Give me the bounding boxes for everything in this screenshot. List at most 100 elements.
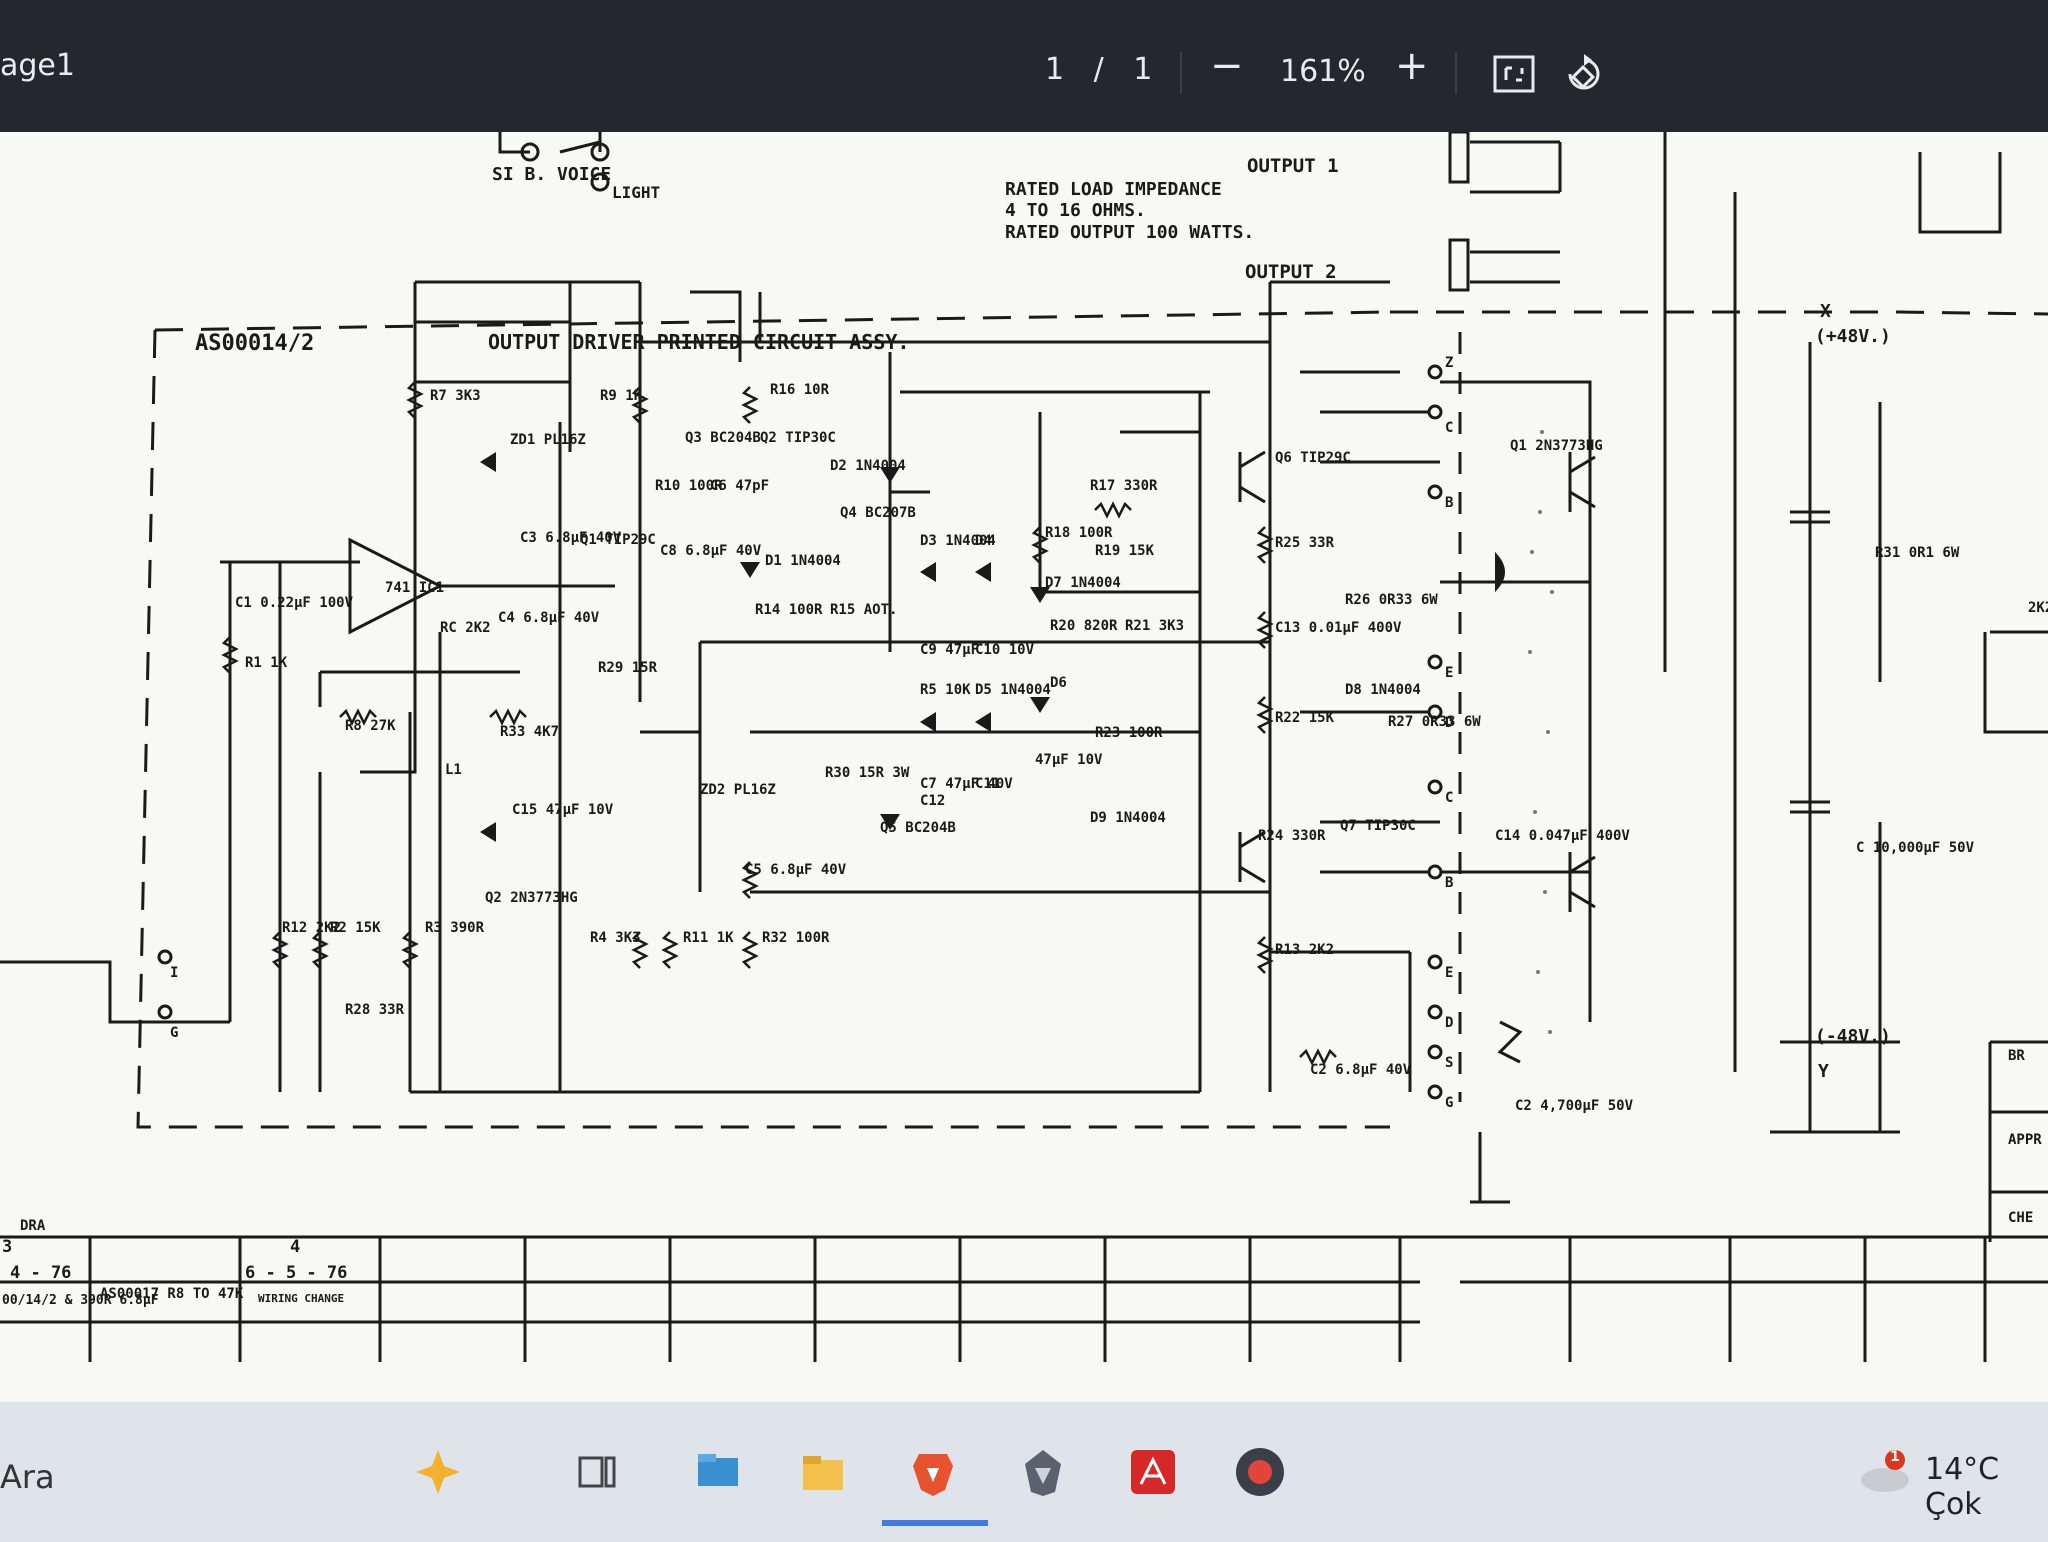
component-label: D1 1N4004	[765, 553, 841, 569]
component-label: Q2 2N3773HG	[485, 890, 578, 906]
active-app-indicator	[882, 1520, 988, 1526]
component-label: C7 47µF 40V	[920, 776, 1013, 792]
component-label: DRA	[20, 1218, 46, 1234]
terminal-label: B	[1445, 495, 1453, 511]
component-label: R12 2K2	[282, 920, 341, 936]
switch-light-label: LIGHT	[612, 183, 660, 202]
brave-browser-icon[interactable]	[905, 1444, 961, 1500]
folder-icon[interactable]	[795, 1444, 851, 1500]
terminal-label: I	[170, 965, 178, 981]
zoom-level[interactable]: 161%	[1280, 54, 1366, 89]
component-label: L1	[445, 762, 462, 778]
copilot-icon[interactable]	[410, 1444, 466, 1500]
component-label: R1 1K	[245, 655, 288, 671]
component-label: C1 0.22µF 100V	[235, 595, 354, 611]
terminal-label: E	[1445, 965, 1453, 981]
component-label: R24 330R	[1258, 828, 1326, 844]
component-label: R27 0R33 6W	[1388, 714, 1481, 730]
rotate-button[interactable]	[1562, 52, 1606, 100]
component-label: R30 15R 3W	[825, 765, 910, 781]
component-label: R23 100R	[1095, 725, 1163, 741]
document-title: age1	[0, 48, 75, 83]
component-label: R25 33R	[1275, 535, 1335, 551]
component-label: R5 10K	[920, 682, 971, 698]
task-view-icon[interactable]	[570, 1444, 626, 1500]
rail-y-label: Y	[1818, 1061, 1829, 1082]
switch-voice-label: SI B. VOICE	[492, 164, 611, 185]
component-label: R7 3K3	[430, 388, 481, 404]
component-label: R15 AOT.	[830, 602, 897, 618]
page-current-input[interactable]: 1	[1045, 52, 1065, 87]
zoom-in-button[interactable]: +	[1395, 43, 1429, 89]
terminal-label: C	[1445, 420, 1453, 436]
component-label: D4	[975, 533, 992, 549]
page-separator: /	[1093, 52, 1104, 87]
terminal-label: D	[1445, 1015, 1453, 1031]
component-label: D9 1N4004	[1090, 810, 1166, 826]
fit-page-icon	[1493, 55, 1535, 93]
zoom-out-button[interactable]: −	[1210, 43, 1244, 89]
rail-x-label: X	[1820, 301, 1831, 322]
component-label: R18 100R	[1045, 525, 1113, 541]
component-label: Q5 BC204B	[880, 820, 956, 836]
component-label: R2 15K	[330, 920, 381, 936]
game-app-icon[interactable]	[1015, 1444, 1071, 1500]
revision-date-2: 6 - 5 - 76	[245, 1263, 347, 1283]
component-label: R19 15K	[1095, 543, 1155, 559]
component-label: R33 4K7	[500, 724, 559, 740]
component-label: R17 330R	[1090, 478, 1158, 494]
weather-widget[interactable]: 14°C Çok	[1925, 1452, 2048, 1522]
page-total: 1	[1133, 52, 1153, 87]
terminal-label: C	[1445, 790, 1453, 806]
pdf-reader-icon[interactable]	[1125, 1444, 1181, 1500]
toolbar-divider	[1180, 52, 1182, 94]
component-label: Q3 BC204B	[685, 430, 761, 446]
component-label: R3 390R	[425, 920, 485, 936]
rotate-icon	[1568, 54, 1600, 90]
component-label: C10 10V	[975, 642, 1035, 658]
component-label: C 10,000µF 50V	[1856, 840, 1975, 856]
component-label: C6 47pF	[710, 478, 769, 494]
component-label: Q6 TIP29C	[1275, 450, 1351, 466]
plus-rail-label: (+48V.)	[1815, 326, 1891, 347]
weather-desc: Çok	[1925, 1487, 1982, 1522]
component-label: C11	[975, 776, 1000, 792]
file-explorer-icon[interactable]	[690, 1444, 746, 1500]
document-canvas[interactable]: SI B. VOICE LIGHT OUTPUT 1 RATED LOAD IM…	[0, 132, 2048, 1402]
revision-note-1: 00/14/2 & 390R 6.8µF	[2, 1293, 159, 1308]
component-label: C15 47µF 10V	[512, 802, 614, 818]
taskbar: Ara 1 14°C Çok	[0, 1402, 2048, 1542]
weather-icon[interactable]: 1	[1855, 1444, 1915, 1500]
assembly-name: OUTPUT DRIVER PRINTED CIRCUIT ASSY.	[488, 330, 909, 354]
terminal-label: B	[1445, 875, 1453, 891]
component-label: R13 2K2	[1275, 942, 1334, 958]
component-label: ZD2 PL16Z	[700, 782, 776, 798]
rated-output-label: RATED OUTPUT 100 WATTS.	[1005, 222, 1254, 243]
component-label: R14 100R	[755, 602, 823, 618]
component-label: CHE	[2008, 1210, 2033, 1226]
component-label: R29 15R	[598, 660, 658, 676]
component-label: R4 3K3	[590, 930, 641, 946]
output2-label: OUTPUT 2	[1245, 261, 1337, 283]
media-app-icon[interactable]	[1232, 1444, 1288, 1500]
component-label: Q1 TIP29C	[580, 532, 656, 548]
page-indicator: 1 / 1	[1035, 52, 1162, 87]
pdf-toolbar: age1 1 / 1 − 161% +	[0, 0, 2048, 132]
output1-label: OUTPUT 1	[1247, 155, 1339, 177]
component-label: BR	[2008, 1048, 2025, 1064]
component-label: D6	[1050, 675, 1067, 691]
impedance-range-label: 4 TO 16 OHMS.	[1005, 200, 1146, 221]
component-label: 2K2	[2028, 600, 2048, 616]
component-label: RC 2K2	[440, 620, 491, 636]
terminal-label: G	[170, 1025, 178, 1041]
terminal-label: G	[1445, 1095, 1453, 1111]
component-label: R21 3K3	[1125, 618, 1184, 634]
fit-page-button[interactable]	[1492, 54, 1536, 98]
revision-date-1: 4 - 76	[10, 1263, 71, 1283]
terminal-label: E	[1445, 665, 1453, 681]
taskbar-search[interactable]: Ara	[0, 1458, 55, 1496]
component-label: C4 6.8µF 40V	[498, 610, 600, 626]
toolbar-divider	[1455, 52, 1457, 94]
minus-rail-label: (-48V.)	[1815, 1026, 1891, 1047]
component-label: R16 10R	[770, 382, 830, 398]
